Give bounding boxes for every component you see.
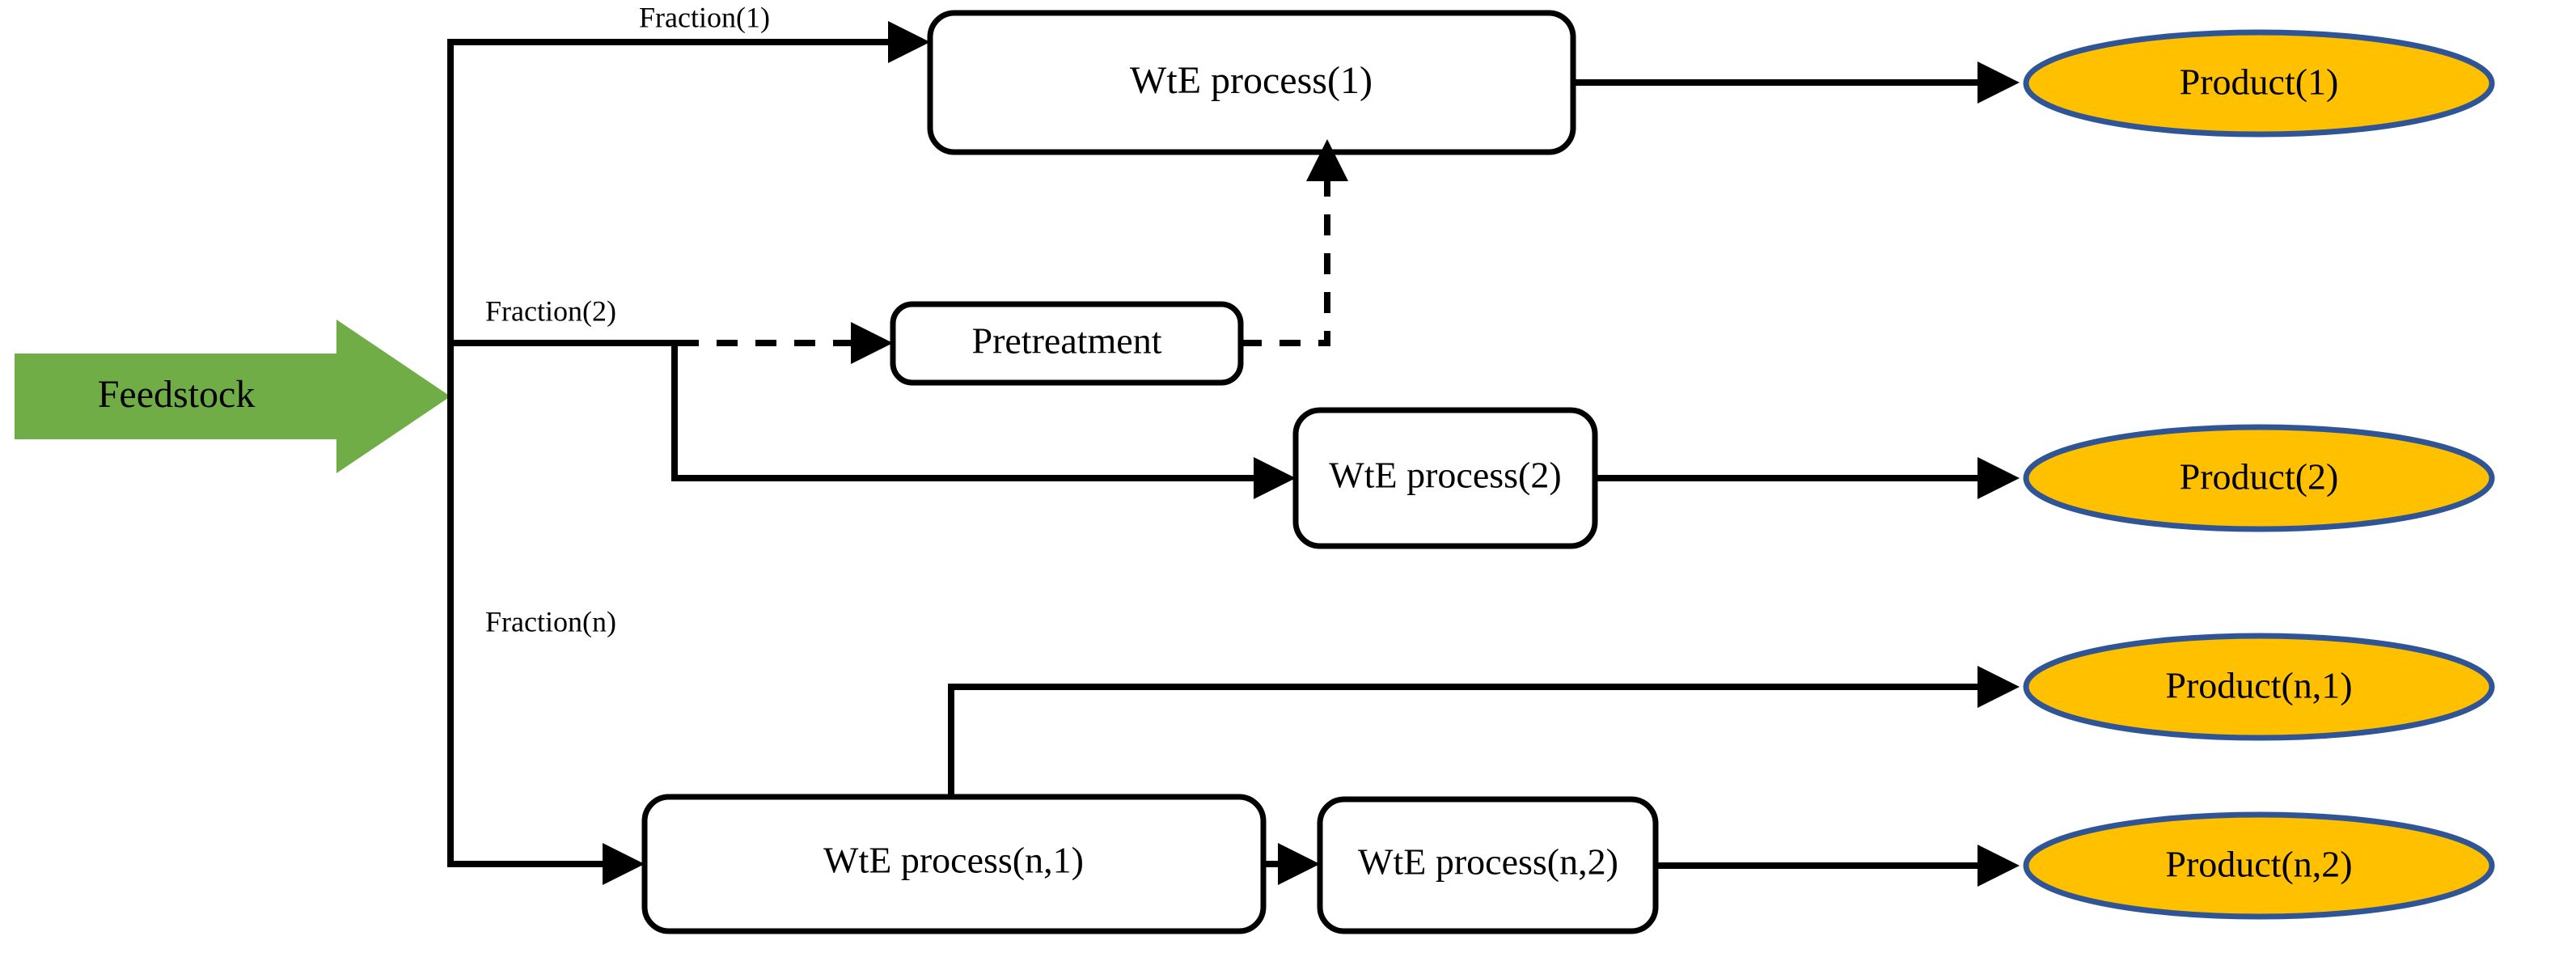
- edge-fraction-2: Fraction(2): [447, 294, 893, 364]
- wte1-product1-arrowhead: [1977, 61, 2020, 104]
- product-1-label: Product(1): [2180, 61, 2339, 103]
- node-product-n2[interactable]: Product(n,2): [2023, 811, 2495, 920]
- node-product-1[interactable]: Product(1): [2023, 29, 2495, 138]
- feedstock-arrow-shape: [15, 320, 450, 473]
- fraction2-wte2-line: [671, 343, 1262, 481]
- edge-fraction2-to-wte2: [671, 343, 1296, 499]
- edge-wten1-to-wten2: [1263, 843, 1320, 885]
- fraction-2-arrowhead: [851, 322, 893, 364]
- fraction-1-label: Fraction(1): [639, 1, 770, 33]
- feedstock-node[interactable]: Feedstock: [15, 320, 450, 473]
- node-pretreatment[interactable]: Pretreatment: [890, 301, 1244, 386]
- product-n2-label: Product(n,2): [2165, 844, 2352, 885]
- node-product-n1[interactable]: Product(n,1): [2023, 633, 2495, 741]
- wte-process-1-label: WtE process(1): [1130, 59, 1373, 102]
- edge-wte2-to-product2: [1595, 457, 2020, 499]
- feedstock-label: Feedstock: [98, 373, 256, 416]
- pretreatment-label: Pretreatment: [971, 320, 1161, 362]
- fraction2-wte2-arrowhead: [1254, 457, 1296, 499]
- node-wte-process-1[interactable]: WtE process(1): [927, 10, 1576, 155]
- node-product-2[interactable]: Product(2): [2023, 424, 2495, 532]
- wte-process-n2-label: WtE process(n,2): [1358, 841, 1618, 883]
- fraction-2-label: Fraction(2): [485, 294, 616, 327]
- pretreatment-wte1-dashed-path: [1241, 172, 1330, 346]
- pretreatment-wte1-arrowhead: [1306, 139, 1348, 181]
- edge-fraction-1: Fraction(1): [447, 1, 930, 63]
- edge-wten1-to-productn1: [948, 666, 2020, 797]
- product-n1-label: Product(n,1): [2165, 665, 2352, 706]
- product-n1-ellipse: [2023, 633, 2495, 741]
- wte-process-2-label: WtE process(2): [1329, 455, 1561, 496]
- wten1-wten2-arrowhead: [1278, 843, 1320, 885]
- node-wte-process-n2[interactable]: WtE process(n,2): [1317, 796, 1659, 934]
- wte2-product2-arrowhead: [1977, 457, 2020, 499]
- edge-pretreatment-to-wte1: [1241, 139, 1348, 346]
- product-1-ellipse: [2023, 29, 2495, 138]
- fraction-1-arrowhead: [888, 21, 930, 63]
- wten1-productn1-line: [948, 684, 1986, 797]
- edge-wten2-to-productn2: [1656, 845, 2020, 887]
- node-wte-process-n1[interactable]: WtE process(n,1): [641, 794, 1267, 934]
- product-n2-ellipse: [2023, 811, 2495, 920]
- product-2-ellipse: [2023, 424, 2495, 532]
- edge-fraction-n: Fraction(n): [447, 605, 645, 885]
- product-2-label: Product(2): [2180, 456, 2339, 498]
- wte-process-n1-label: WtE process(n,1): [823, 840, 1084, 881]
- edge-wte1-to-product1: [1573, 61, 2020, 104]
- fraction-n-label: Fraction(n): [485, 605, 616, 637]
- fraction-n-arrowhead: [603, 843, 645, 885]
- wten2-productn2-arrowhead: [1977, 845, 2020, 887]
- wten1-productn1-arrowhead: [1977, 666, 2020, 708]
- node-wte-process-2[interactable]: WtE process(2): [1292, 407, 1598, 549]
